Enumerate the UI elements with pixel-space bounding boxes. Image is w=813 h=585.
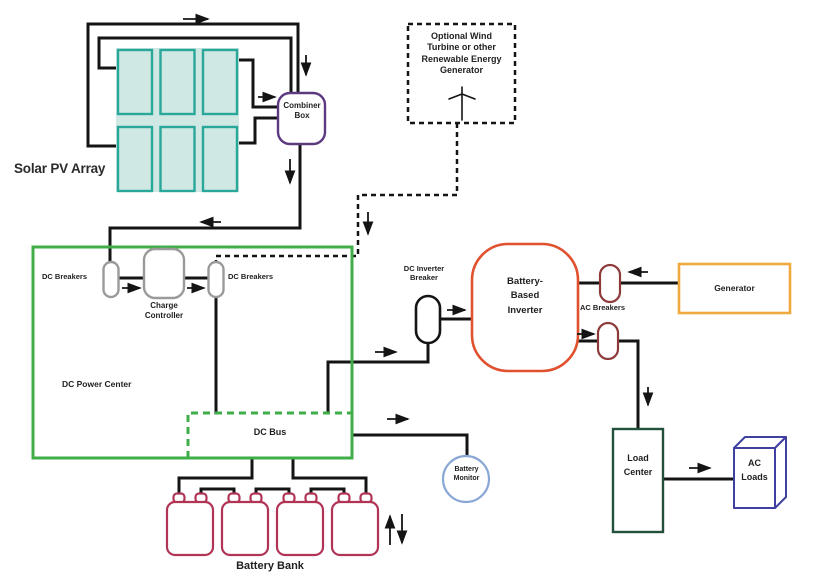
dc-power-center-shape [31, 245, 354, 460]
dc-wiring [86, 22, 736, 498]
inverter-to-load-center-wire [576, 339, 640, 431]
dc-bus-to-battery-pos-wire [291, 456, 368, 498]
dc-bus-label: DC Bus [253, 427, 287, 437]
wind-generator-label: Optional Wind Turbine or other Renewable… [421, 31, 502, 75]
dc-breaker-left-shape [102, 260, 120, 299]
solar-pv-array [116, 48, 239, 193]
battery [275, 500, 325, 557]
pv-panel [201, 48, 239, 116]
pv-panel [159, 125, 196, 193]
pv-panel [116, 48, 154, 116]
dc-bus-to-inverter-breaker-wire [326, 341, 430, 415]
pv-row2-output-wire [235, 116, 280, 145]
pv-row1-output-wire [235, 58, 280, 109]
battery-monitor-shape [441, 454, 491, 504]
combiner-box-shape [276, 91, 327, 146]
ac-loads-front-face [733, 447, 776, 509]
battery [165, 500, 215, 557]
solar-pv-array-label: Solar PV Array [14, 161, 106, 176]
wind-to-dc-breaker-dashed-wire [214, 123, 459, 262]
pv-return-wire-inner [97, 36, 293, 95]
battery-bank-label: Battery Bank [236, 560, 304, 572]
flow-arrows [122, 13, 712, 545]
battery-bank-group [165, 492, 380, 557]
combiner-box-label: Combiner Box [283, 101, 321, 120]
pv-return-wire-outer [86, 22, 300, 148]
combiner-to-dc-breaker-wire [108, 142, 302, 264]
generator-label: Generator [714, 283, 755, 293]
generator-shape [677, 262, 792, 315]
pv-panel [159, 48, 196, 116]
charge-controller-label: Charge Controller [144, 301, 184, 320]
dc-bus-dashed-edge [186, 411, 352, 458]
dc-power-center-box [31, 245, 354, 460]
ac-breaker-top-shape [598, 263, 622, 304]
load-center-label: Load Center [623, 453, 653, 477]
battery-based-inverter-label: Battery-Based Inverter [507, 276, 543, 316]
dc-bus-to-battery-neg-wire [177, 456, 254, 498]
ac-loads-label: AC Loads [741, 458, 768, 482]
dc-breaker-right-shape [207, 260, 225, 299]
battery [220, 500, 270, 557]
pv-panel [201, 125, 239, 193]
wind-turbine-icon [448, 86, 476, 121]
pv-panel [116, 125, 154, 193]
charge-controller-shape [142, 247, 186, 300]
ac-breakers-label: AC Breakers [580, 303, 626, 312]
battery [330, 500, 380, 557]
dc-breakers-right-label: DC Breakers [228, 272, 274, 281]
dc-inverter-breaker-label: DC Inverter Breaker [403, 264, 445, 283]
dc-breakers-left-label: DC Breakers [42, 272, 88, 281]
load-center-shape [611, 427, 665, 534]
ac-breaker-bottom-shape [596, 321, 620, 361]
ac-loads-side-face [774, 436, 787, 509]
battery-monitor-label: Battery Monitor [453, 466, 480, 482]
dc-bus-to-battery-monitor-wire [350, 433, 469, 458]
ac-loads-box [733, 436, 787, 509]
dc-power-center-label: DC Power Center [62, 379, 132, 389]
wind-generator-box [406, 22, 517, 125]
battery-based-inverter-shape [470, 242, 580, 373]
dc-inverter-breaker-shape [414, 294, 442, 345]
